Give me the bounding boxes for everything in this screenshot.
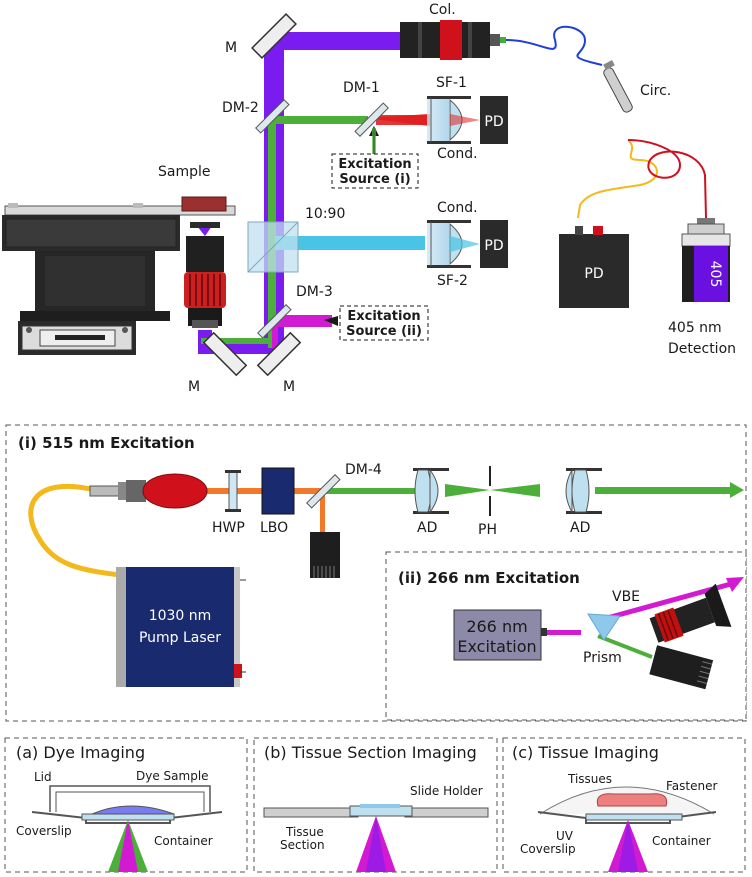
- sf2-lens-assembly: [427, 220, 471, 268]
- uv-label: UV: [556, 829, 574, 843]
- dm4-mirror: [306, 474, 341, 509]
- sf1-label: SF-1: [436, 75, 467, 91]
- beam-splitter-cube: [247, 221, 299, 273]
- tissue-b-line2: Section: [280, 838, 325, 852]
- panel-b-title: (b) Tissue Section Imaging: [264, 743, 477, 762]
- lid-label: Lid: [34, 770, 52, 784]
- ad1-lens: [413, 468, 449, 514]
- container-c-label: Container: [652, 834, 711, 848]
- ph-label: PH: [478, 522, 497, 538]
- pd-mid-label: PD: [484, 238, 503, 254]
- fiber-paths: [505, 25, 707, 219]
- laser-405: 405: [681, 218, 731, 302]
- panel-c: (c) Tissue Imaging Tissues Fastener UV C…: [502, 737, 746, 873]
- mirror-top-label: M: [225, 40, 237, 56]
- pd-top-label: PD: [484, 114, 503, 130]
- lbo-crystal: [261, 467, 295, 515]
- vbe-label: VBE: [612, 589, 640, 605]
- ad1-label: AD: [417, 520, 437, 536]
- mirror-bottom-right: [256, 331, 302, 377]
- pump-line1: 1030 nm: [149, 608, 212, 624]
- pd-box: PD: [559, 226, 629, 308]
- holder-label: Slide Holder: [410, 784, 483, 798]
- ad2-label: AD: [570, 520, 590, 536]
- panel-b: (b) Tissue Section Imaging Slide Holder …: [253, 737, 498, 873]
- excitation-ii-line1: Excitation: [347, 309, 420, 324]
- sample-label: Sample: [158, 164, 211, 180]
- sf2-label: SF-2: [437, 273, 468, 289]
- dye-label: Dye Sample: [136, 769, 209, 783]
- excitation-source-ii-box: Excitation Source (ii): [339, 305, 429, 341]
- detection-line2: Detection: [668, 341, 736, 357]
- circulator-label: Circ.: [640, 83, 671, 99]
- fastener-label: Fastener: [666, 779, 717, 793]
- excitation-source-i-box: Excitation Source (i): [331, 153, 419, 189]
- detection-line1: 405 nm: [668, 320, 722, 336]
- laser405-label: 405: [707, 261, 723, 288]
- prism-label: Prism: [583, 650, 622, 666]
- panel-a-title: (a) Dye Imaging: [16, 743, 145, 762]
- panel-i: (i) 515 nm Excitation HWP LBO DM-4: [5, 424, 747, 722]
- ad2-lens: [565, 468, 602, 514]
- circulator: [603, 60, 633, 113]
- cond-top-label: Cond.: [437, 146, 478, 162]
- sample-block: [181, 196, 227, 212]
- dm2-label: DM-2: [222, 100, 259, 116]
- panel-i-title: (i) 515 nm Excitation: [18, 434, 195, 452]
- hwp-label: HWP: [212, 520, 245, 536]
- pump-line2: Pump Laser: [139, 630, 221, 646]
- pd-box-label: PD: [584, 266, 603, 282]
- panel-ii: (ii) 266 nm Excitation VBE 266 nm Excita…: [385, 551, 747, 721]
- mirror-top: [251, 13, 297, 59]
- dm1-mirror: [354, 102, 389, 137]
- dm1-label: DM-1: [343, 80, 380, 96]
- excitation-i-line2: Source (i): [339, 172, 410, 187]
- container-a-label: Container: [154, 834, 213, 848]
- green-dump: [649, 645, 714, 690]
- panel-ii-title: (ii) 266 nm Excitation: [398, 569, 580, 587]
- tissues-label: Tissues: [567, 772, 612, 786]
- beam-paths-top: [198, 32, 430, 354]
- coverslip-c-label: Coverslip: [520, 842, 576, 856]
- vbe-expander: [649, 583, 732, 643]
- translation-stage: [2, 203, 236, 355]
- splitter-label: 10:90: [305, 206, 345, 222]
- beam-dump: [310, 532, 340, 578]
- hwp-plate: [228, 471, 238, 511]
- dm2-mirror: [255, 99, 290, 134]
- collimator-label: Col.: [429, 2, 456, 18]
- source-266-line2: Excitation: [457, 637, 536, 656]
- pd-mid-detector: PD: [480, 220, 508, 268]
- excitation-i-line1: Excitation: [338, 157, 411, 172]
- tissue-b-line1: Tissue: [285, 825, 324, 839]
- panel-c-title: (c) Tissue Imaging: [512, 743, 659, 762]
- coverslip-a-label: Coverslip: [16, 824, 72, 838]
- sf1-lens-assembly: [427, 96, 471, 144]
- mirror-bl-label: M: [188, 379, 200, 395]
- prism-shape: [587, 613, 621, 641]
- panel-a: (a) Dye Imaging Lid Dye Sample Coverslip…: [4, 737, 248, 873]
- pump-laser: 1030 nm Pump Laser: [116, 567, 246, 687]
- dm3-label: DM-3: [296, 284, 333, 300]
- source-266-line1: 266 nm: [466, 617, 527, 636]
- pd-top-detector: PD: [480, 96, 508, 144]
- dm3-mirror: [257, 304, 292, 339]
- dm4-label: DM-4: [345, 462, 382, 478]
- pump-fiber: [28, 483, 121, 578]
- cond-mid-label: Cond.: [437, 200, 478, 216]
- lbo-label: LBO: [260, 520, 288, 536]
- excitation-ii-line2: Source (ii): [346, 324, 422, 339]
- mirror-br-label: M: [283, 379, 295, 395]
- collimator: [400, 20, 506, 60]
- mirror-bottom-left: [202, 331, 248, 377]
- objective-lens: [184, 222, 226, 328]
